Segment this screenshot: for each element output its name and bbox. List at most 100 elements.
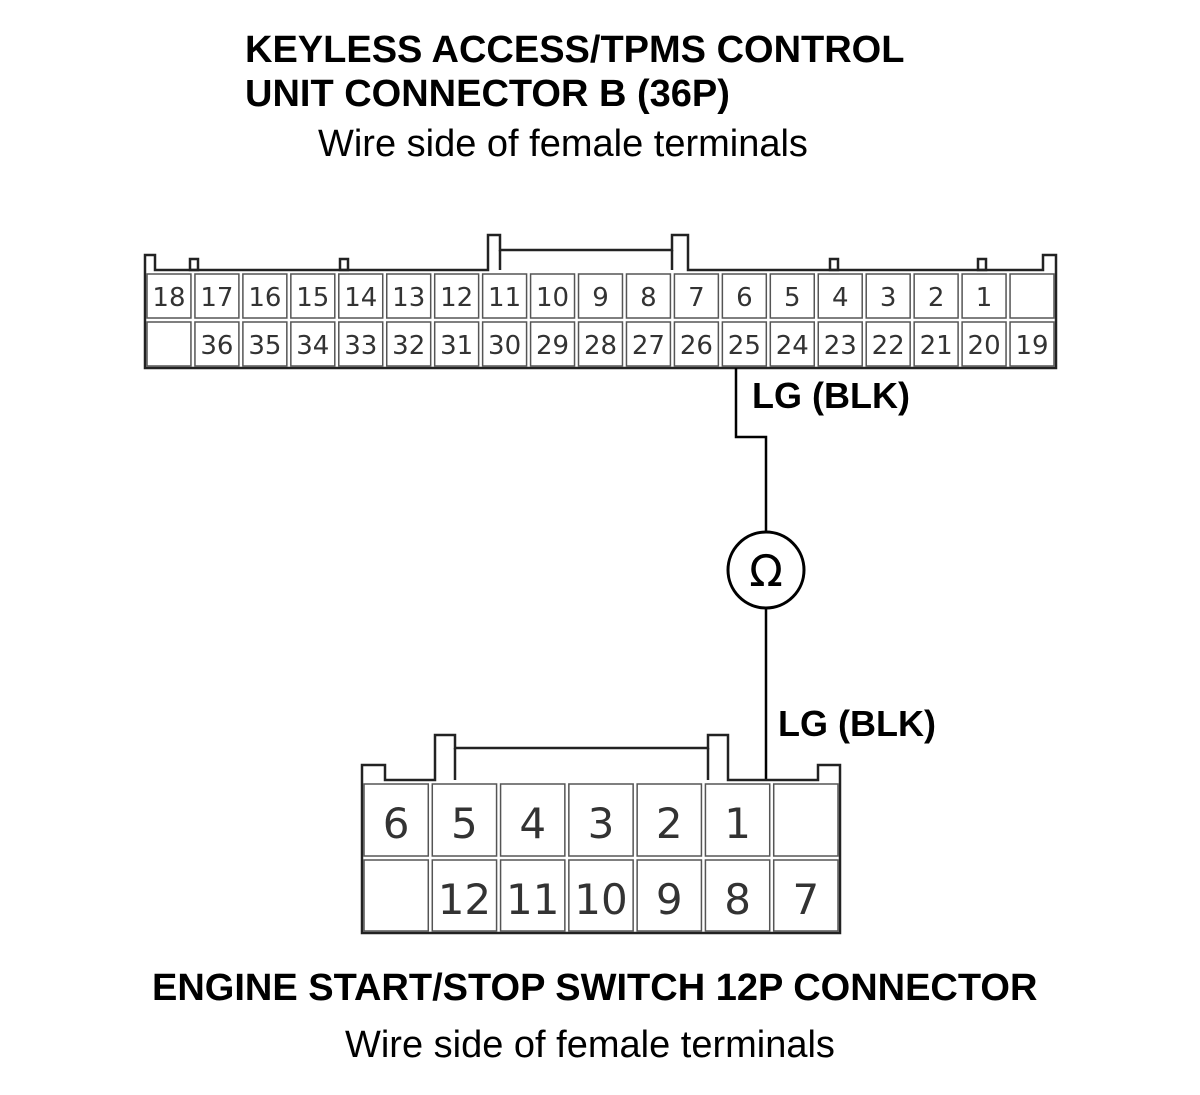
connector-b-terminal-19: 19 (1015, 331, 1048, 361)
connector-b-terminal-cell-8 (625, 273, 672, 319)
connector-b-terminal-cell-9 (577, 273, 624, 319)
switch-terminal-5: 5 (451, 799, 478, 848)
connector-b-subtitle: Wire side of female terminals (318, 123, 808, 165)
connector-b-terminal-7: 7 (688, 283, 705, 313)
connector-b-terminal-35: 35 (248, 331, 281, 361)
connector-b-terminal-6: 6 (736, 283, 753, 313)
connector-b-terminal-cell-19 (1009, 321, 1055, 367)
connector-b-terminal-8: 8 (640, 283, 657, 313)
connector-b-terminal-3: 3 (880, 283, 897, 313)
switch-terminal-1: 1 (724, 799, 751, 848)
connector-b-terminal-cell-17 (194, 273, 240, 319)
connector-b-terminal-29: 29 (536, 331, 569, 361)
connector-b-terminal-cell-26 (673, 321, 720, 367)
connector-b-terminal-cell-12 (433, 273, 480, 319)
connector-b-terminal-2: 2 (928, 283, 945, 313)
connector-b-terminal-cell-32 (385, 321, 432, 367)
connector-b-terminal-17: 17 (200, 283, 233, 313)
switch-terminal-cell-9 (636, 859, 703, 932)
switch-terminal-cell-10 (568, 859, 634, 932)
connector-b-terminal-36: 36 (200, 331, 233, 361)
connector-b-terminal-22: 22 (872, 331, 905, 361)
connector-b-clip (338, 257, 350, 272)
connector-b-terminal-14: 14 (344, 283, 377, 313)
lg-blk-wire (734, 368, 768, 780)
switch-terminal-3: 3 (588, 799, 615, 848)
connector-b-terminal-15: 15 (296, 283, 329, 313)
switch-connector-subtitle: Wire side of female terminals (345, 1024, 835, 1066)
wire-upper-label: LG (BLK) (752, 375, 910, 416)
connector-b-terminal-25: 25 (728, 331, 761, 361)
connector-b-terminal-16: 16 (248, 283, 281, 313)
connector-b-terminal-cell-24 (769, 321, 816, 367)
connector-b-terminal-1: 1 (976, 283, 993, 313)
switch-terminal-cell-11 (499, 859, 566, 932)
connector-b-terminal-cell-30 (481, 321, 528, 367)
connector-b-terminal-23: 23 (824, 331, 857, 361)
connector-b-terminal-32: 32 (392, 331, 425, 361)
connector-b-terminal-cell-28 (577, 321, 624, 367)
connector-b-terminal-24: 24 (776, 331, 809, 361)
wire-lower-label: LG (BLK) (778, 703, 936, 744)
connector-b-terminal-21: 21 (920, 331, 953, 361)
connector-b-terminal-cell-blank (146, 321, 192, 367)
connector-b-title-line1: KEYLESS ACCESS/TPMS CONTROL (245, 29, 904, 71)
connector-b-terminal-31: 31 (440, 331, 473, 361)
connector-b-terminal-cell-22 (865, 321, 911, 367)
connector-b-terminal-cell-7 (673, 273, 720, 319)
connector-b-clip (828, 257, 840, 272)
connector-b-terminal-cell-10 (529, 273, 576, 319)
connector-b-terminal-cell-3 (865, 273, 911, 319)
connector-b-terminal-cell-6 (721, 273, 768, 319)
connector-b-terminal-cell-13 (385, 273, 432, 319)
connector-b-terminal-cell-31 (433, 321, 480, 367)
switch-terminal-cell-3 (568, 783, 634, 857)
switch-terminal-cell-2 (636, 783, 703, 857)
connector-b-terminal-33: 33 (344, 331, 377, 361)
switch-terminal-12: 12 (438, 875, 491, 924)
connector-b-terminal-cell-2 (913, 273, 959, 319)
connector-b-terminal-4: 4 (832, 283, 849, 313)
connector-b-terminal-cell-14 (338, 273, 384, 319)
switch-terminal-cell-blank (363, 859, 430, 932)
connector-b-terminal-5: 5 (784, 283, 801, 313)
switch-terminal-10: 10 (574, 875, 627, 924)
connector-b-terminal-26: 26 (680, 331, 713, 361)
switch-terminal-4: 4 (519, 799, 546, 848)
switch-terminal-cell-8 (704, 859, 771, 932)
connector-b-terminal-cell-15 (290, 273, 336, 319)
connector-b-terminal-cell-36 (194, 321, 240, 367)
switch-terminal-cell-6 (363, 783, 430, 857)
switch-terminal-cell-7 (772, 859, 839, 932)
connector-b-terminal-cell-18 (146, 273, 192, 319)
switch-terminal-6: 6 (383, 799, 410, 848)
connector-b-terminal-18: 18 (152, 283, 185, 313)
connector-b-terminal-cell-5 (769, 273, 816, 319)
ohm-symbol: Ω (749, 546, 783, 597)
switch-terminal-2: 2 (656, 799, 683, 848)
connector-b-terminal-cell-21 (913, 321, 959, 367)
connector-b-terminal-11: 11 (488, 283, 521, 313)
connector-b-terminal-20: 20 (968, 331, 1001, 361)
ohmmeter-circle (726, 530, 806, 610)
switch-terminal-9: 9 (656, 875, 683, 924)
connector-b-terminal-cell-23 (817, 321, 863, 367)
connector-b-terminal-cell-11 (481, 273, 528, 319)
connector-b-terminal-28: 28 (584, 331, 617, 361)
connector-b-title-line2: UNIT CONNECTOR B (36P) (245, 73, 730, 115)
connector-b-terminal-cell-20 (961, 321, 1007, 367)
switch-terminal-7: 7 (792, 875, 819, 924)
connector-b-terminal-13: 13 (392, 283, 425, 313)
connector-b-terminal-cell-34 (290, 321, 336, 367)
switch-terminal-cell-12 (431, 859, 498, 932)
switch-terminal-cell-1 (704, 783, 771, 857)
connector-b-clip (976, 257, 988, 272)
connector-b-terminal-34: 34 (296, 331, 329, 361)
connector-b-terminal-cell-1 (961, 273, 1007, 319)
